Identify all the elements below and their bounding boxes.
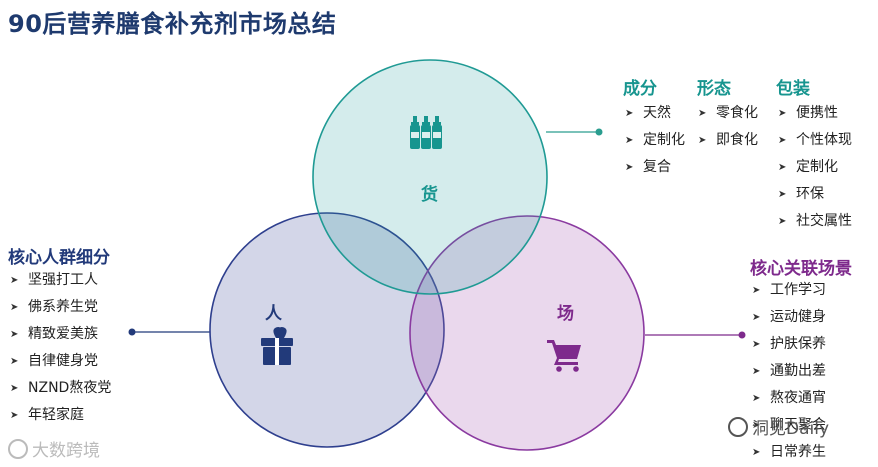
- goods-circle: [312, 59, 548, 295]
- list-item: ➤熬夜通宵: [752, 385, 826, 412]
- watermark-right: 洞见Daily: [728, 414, 829, 439]
- list-item: ➤定制化: [778, 154, 852, 181]
- gift-box-icon: [261, 327, 293, 365]
- arrow-bullet-icon: ➤: [778, 189, 787, 200]
- list-item: ➤年轻家庭: [10, 402, 111, 429]
- people-label: 人: [265, 304, 282, 324]
- ingredients-list: ➤天然 ➤定制化 ➤复合: [625, 100, 685, 181]
- bottles-icon: [410, 116, 442, 149]
- form-heading: 形态: [697, 79, 731, 99]
- place-circle: [409, 215, 645, 451]
- watermark-left: 大数跨境: [8, 436, 100, 461]
- arrow-bullet-icon: ➤: [778, 135, 787, 146]
- arrow-bullet-icon: ➤: [10, 383, 19, 394]
- list-item: ➤坚强打工人: [10, 267, 111, 294]
- place-connector-dot: [738, 331, 746, 339]
- form-list: ➤零食化 ➤即食化: [698, 100, 758, 154]
- arrow-bullet-icon: ➤: [625, 162, 634, 173]
- list-item: ➤即食化: [698, 127, 758, 154]
- list-item: ➤个性体现: [778, 127, 852, 154]
- place-list: ➤工作学习 ➤运动健身 ➤护肤保养 ➤通勤出差 ➤熬夜通宵 ➤聊天聚会 ➤日常养…: [752, 277, 826, 466]
- page-title: 90后营养膳食补充剂市场总结: [8, 10, 337, 38]
- shopping-cart-icon: [547, 340, 581, 372]
- packaging-list: ➤便携性 ➤个性体现 ➤定制化 ➤环保 ➤社交属性: [778, 100, 852, 235]
- list-item: ➤零食化: [698, 100, 758, 127]
- arrow-bullet-icon: ➤: [752, 447, 761, 458]
- wechat-logo-icon: [728, 416, 748, 437]
- people-connector-dot: [128, 328, 136, 336]
- list-item: ➤运动健身: [752, 304, 826, 331]
- list-item: ➤定制化: [625, 127, 685, 154]
- goods-connector-dot: [595, 128, 603, 136]
- list-item: ➤工作学习: [752, 277, 826, 304]
- list-item: ➤聊天聚会: [752, 412, 826, 439]
- arrow-bullet-icon: ➤: [752, 420, 761, 431]
- list-item: ➤佛系养生党: [10, 294, 111, 321]
- arrow-bullet-icon: ➤: [698, 108, 707, 119]
- list-item: ➤通勤出差: [752, 358, 826, 385]
- list-item: ➤自律健身党: [10, 348, 111, 375]
- list-item: ➤环保: [778, 181, 852, 208]
- people-list: ➤坚强打工人 ➤佛系养生党 ➤精致爱美族 ➤自律健身党 ➤NZND熬夜党 ➤年轻…: [10, 267, 111, 429]
- arrow-bullet-icon: ➤: [752, 339, 761, 350]
- arrow-bullet-icon: ➤: [10, 410, 19, 421]
- arrow-bullet-icon: ➤: [778, 108, 787, 119]
- list-item: ➤便携性: [778, 100, 852, 127]
- arrow-bullet-icon: ➤: [752, 393, 761, 404]
- list-item: ➤日常养生: [752, 439, 826, 466]
- arrow-bullet-icon: ➤: [625, 135, 634, 146]
- goods-label: 货: [421, 185, 438, 205]
- arrow-bullet-icon: ➤: [778, 162, 787, 173]
- place-label: 场: [557, 304, 574, 324]
- list-item: ➤护肤保养: [752, 331, 826, 358]
- list-item: ➤复合: [625, 154, 685, 181]
- arrow-bullet-icon: ➤: [778, 216, 787, 227]
- arrow-bullet-icon: ➤: [10, 275, 19, 286]
- place-heading: 核心关联场景: [750, 259, 852, 279]
- arrow-bullet-icon: ➤: [10, 329, 19, 340]
- people-circle: [209, 212, 445, 448]
- arrow-bullet-icon: ➤: [752, 366, 761, 377]
- arrow-bullet-icon: ➤: [752, 285, 761, 296]
- arrow-bullet-icon: ➤: [698, 135, 707, 146]
- packaging-heading: 包装: [776, 79, 810, 99]
- list-item: ➤天然: [625, 100, 685, 127]
- ingredients-heading: 成分: [623, 79, 657, 99]
- list-item: ➤NZND熬夜党: [10, 375, 111, 402]
- watermark-logo-icon: [8, 438, 28, 459]
- list-item: ➤社交属性: [778, 208, 852, 235]
- people-heading: 核心人群细分: [8, 248, 110, 268]
- arrow-bullet-icon: ➤: [625, 108, 634, 119]
- arrow-bullet-icon: ➤: [10, 356, 19, 367]
- arrow-bullet-icon: ➤: [752, 312, 761, 323]
- arrow-bullet-icon: ➤: [10, 302, 19, 313]
- list-item: ➤精致爱美族: [10, 321, 111, 348]
